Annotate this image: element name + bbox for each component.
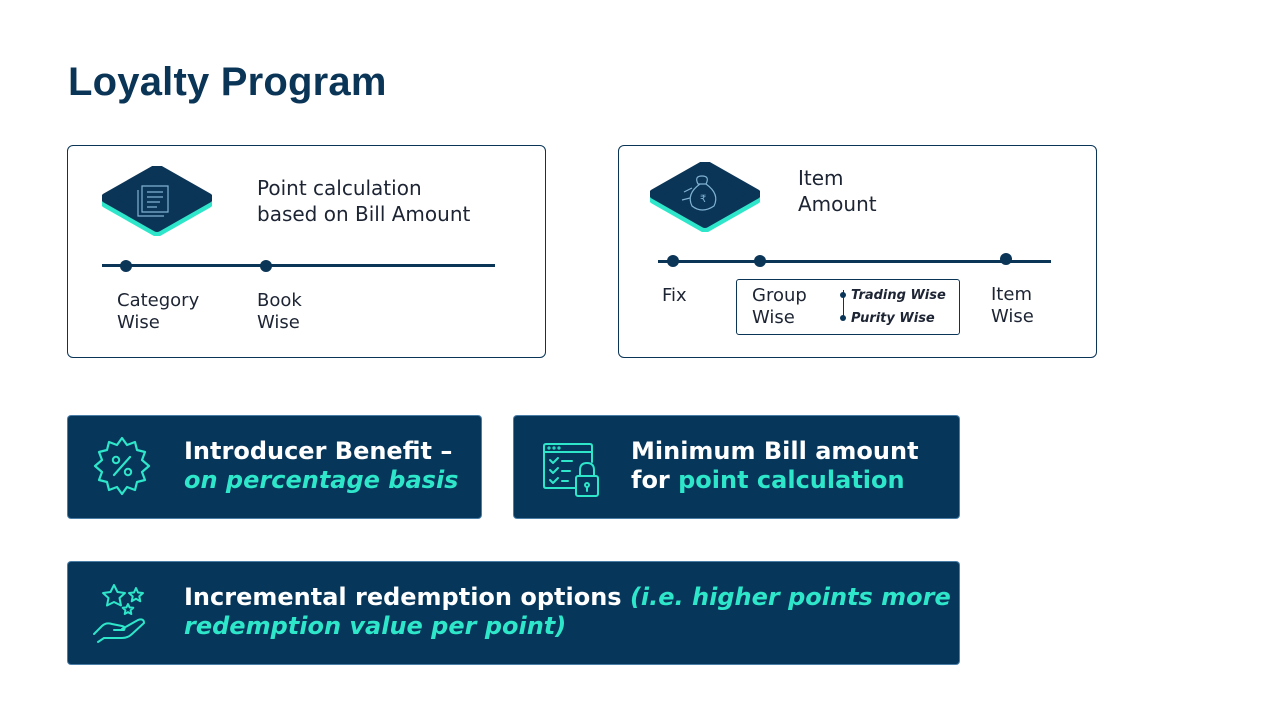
money-bag-icon: ₹: [650, 162, 760, 232]
timeline-dot: [260, 260, 272, 272]
minimum-line1: Minimum Bill amount: [631, 437, 919, 465]
suboption-dot: [840, 292, 846, 298]
checklist-lock-icon: [543, 443, 599, 497]
group-wise-box: Group Wise Trading Wise Purity Wise: [736, 279, 960, 335]
incremental-line1: Incremental redemption options (i.e. hig…: [184, 583, 951, 612]
timeline-dot: [754, 255, 766, 267]
receipt-icon: [102, 166, 212, 236]
bill-amount-card: Point calculation based on Bill Amount C…: [67, 145, 546, 358]
suboption-purity-wise: Purity Wise: [851, 311, 935, 326]
minimum-line2-accent: point calculation: [678, 466, 905, 494]
bill-timeline: [102, 264, 495, 267]
timeline-dot: [120, 260, 132, 272]
stars-hand-icon: [93, 584, 145, 643]
option-group-wise: Group Wise: [752, 285, 807, 328]
percent-badge-icon: [93, 436, 151, 496]
incremental-redemption-banner: Incremental redemption options (i.e. hig…: [68, 562, 959, 664]
incremental-accent-a: (i.e. higher points more: [629, 583, 951, 611]
suboption-connector: [843, 290, 844, 320]
introducer-benefit-banner: Introducer Benefit – on percentage basis: [68, 416, 481, 518]
introducer-line1: Introducer Benefit –: [184, 437, 453, 465]
item-timeline: [658, 260, 1051, 263]
suboption-trading-wise: Trading Wise: [851, 288, 946, 303]
item-amount-card: ₹ Item Amount Fix Group Wise Trading Wis…: [618, 145, 1097, 358]
introducer-line2: on percentage basis: [184, 466, 459, 494]
option-fix: Fix: [662, 285, 687, 306]
bill-card-heading: Point calculation based on Bill Amount: [257, 176, 471, 226]
option-book-wise: Book Wise: [257, 290, 302, 333]
item-card-heading: Item Amount: [798, 166, 877, 216]
timeline-dot: [1000, 253, 1012, 265]
minimum-line2: for point calculation: [631, 466, 905, 495]
option-category-wise: Category Wise: [117, 290, 200, 333]
suboption-dot: [840, 315, 846, 321]
page-title: Loyalty Program: [68, 60, 387, 104]
minimum-bill-banner: Minimum Bill amount for point calculatio…: [514, 416, 959, 518]
minimum-line2-prefix: for: [631, 466, 679, 494]
svg-text:₹: ₹: [700, 194, 706, 205]
timeline-dot: [667, 255, 679, 267]
incremental-main: Incremental redemption options: [184, 583, 630, 611]
option-item-wise: Item Wise: [991, 284, 1034, 327]
incremental-accent-b: redemption value per point): [184, 612, 567, 640]
